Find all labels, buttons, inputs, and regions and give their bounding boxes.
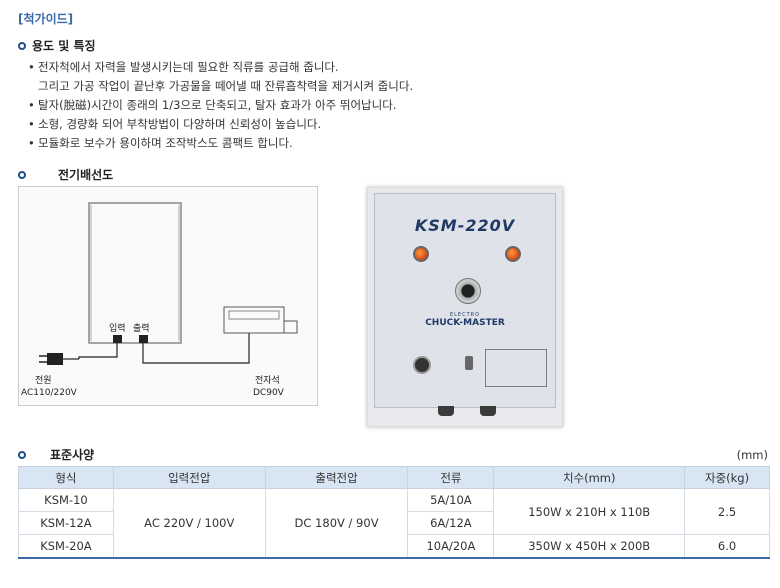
cable-gland-icon bbox=[438, 406, 454, 416]
output-label: 출력 bbox=[133, 322, 150, 334]
header-cell: 출력전압 bbox=[264, 466, 409, 489]
features-list: 전자척에서 자력을 발생시키는데 필요한 직류를 공급해 줍니다. 그리고 가공… bbox=[28, 58, 768, 153]
current-cell: 6A/12A bbox=[407, 511, 495, 535]
power-label: 전원 bbox=[35, 375, 52, 386]
feature-item: 소형, 경량화 되어 부착방법이 다양하며 신뢰성이 높습니다. bbox=[28, 115, 768, 134]
output-voltage-cell: DC 180V / 90V bbox=[264, 488, 409, 558]
feature-item: 그리고 가공 작업이 끝난후 가공물을 떼어낼 때 잔류흡착력을 제거시켜 줍니… bbox=[38, 79, 414, 93]
section-bullet-icon bbox=[18, 450, 26, 459]
dial-knob-icon bbox=[455, 278, 481, 304]
features-heading: 용도 및 특징 bbox=[18, 37, 96, 54]
chuck-label: 전자석 bbox=[255, 375, 280, 386]
dims-cell: 150W x 210H x 110B bbox=[493, 488, 686, 535]
model-cell: KSM-12A bbox=[18, 511, 114, 535]
brand-block: ELECTRO CHUCK-MASTER bbox=[375, 312, 555, 328]
feature-item: 탈자(脫磁)시간이 종래의 1/3으로 단축되고, 탈자 효과가 아주 뛰어납니… bbox=[28, 96, 768, 115]
wiring-svg: 입력 출력 전원 AC110/220V 전자석 DC90V bbox=[21, 202, 298, 398]
section-bullet-icon bbox=[18, 41, 26, 50]
switch-knob-icon bbox=[413, 356, 431, 374]
feature-item: 전자척에서 자력을 발생시키는데 필요한 직류를 공급해 줍니다. bbox=[28, 58, 768, 77]
product-photo: KSM-220V ELECTRO CHUCK-MASTER bbox=[367, 187, 563, 427]
table-header-row: 형식 입력전압 출력전압 전류 치수(mm) 자중(kg) bbox=[18, 466, 770, 489]
controller-panel: KSM-220V ELECTRO CHUCK-MASTER bbox=[374, 193, 556, 408]
header-cell: 치수(mm) bbox=[493, 466, 686, 489]
feature-item: 모듈화로 보수가 용이하며 조작박스도 콤팩트 합니다. bbox=[28, 134, 768, 153]
chuck-spec-label: DC90V bbox=[253, 388, 285, 398]
dims-cell: 350W x 450H x 200B bbox=[493, 534, 686, 558]
model-cell: KSM-10 bbox=[18, 488, 114, 512]
toggle-switch-icon bbox=[465, 356, 473, 370]
table-row: KSM-10 AC 220V / 100V DC 180V / 90V 5A/1… bbox=[18, 488, 770, 558]
power-spec-label: AC110/220V bbox=[21, 388, 78, 398]
header-cell: 전류 bbox=[407, 466, 495, 489]
wiring-diagram: 입력 출력 전원 AC110/220V 전자석 DC90V bbox=[18, 186, 318, 406]
rating-label bbox=[485, 349, 547, 387]
spec-title: 표준사양 bbox=[50, 448, 95, 462]
current-cell: 5A/10A bbox=[407, 488, 495, 512]
model-cell: KSM-20A bbox=[18, 534, 114, 558]
input-label: 입력 bbox=[109, 322, 126, 334]
weight-cell: 2.5 bbox=[684, 488, 770, 535]
current-cell: 10A/20A bbox=[407, 534, 495, 558]
input-voltage-cell: AC 220V / 100V bbox=[112, 488, 266, 558]
status-lamp-icon bbox=[505, 246, 521, 262]
header-cell: 자중(kg) bbox=[684, 466, 770, 489]
features-title: 용도 및 특징 bbox=[32, 39, 96, 53]
model-title: KSM-220V bbox=[414, 216, 516, 235]
header-cell: 입력전압 bbox=[112, 466, 266, 489]
power-lamp-icon bbox=[413, 246, 429, 262]
spec-table: 형식 입력전압 출력전압 전류 치수(mm) 자중(kg) KSM-10 AC … bbox=[18, 466, 770, 559]
brand-small: ELECTRO bbox=[449, 312, 481, 318]
spec-heading: 표준사양 bbox=[18, 446, 94, 463]
wiring-heading: 전기배선도 bbox=[18, 166, 113, 183]
wiring-title: 전기배선도 bbox=[58, 168, 114, 182]
breadcrumb: [척가이드] bbox=[18, 12, 74, 26]
section-bullet-icon bbox=[18, 170, 26, 179]
header-cell: 형식 bbox=[18, 466, 114, 489]
cable-gland-icon bbox=[480, 406, 496, 416]
brand-name: CHUCK-MASTER bbox=[425, 318, 505, 328]
spec-unit: (mm) bbox=[736, 448, 768, 462]
table-row: KSM-20A 10A/20A 350W x 450H x 200B 6.0 bbox=[18, 534, 770, 558]
weight-cell: 6.0 bbox=[684, 534, 770, 558]
